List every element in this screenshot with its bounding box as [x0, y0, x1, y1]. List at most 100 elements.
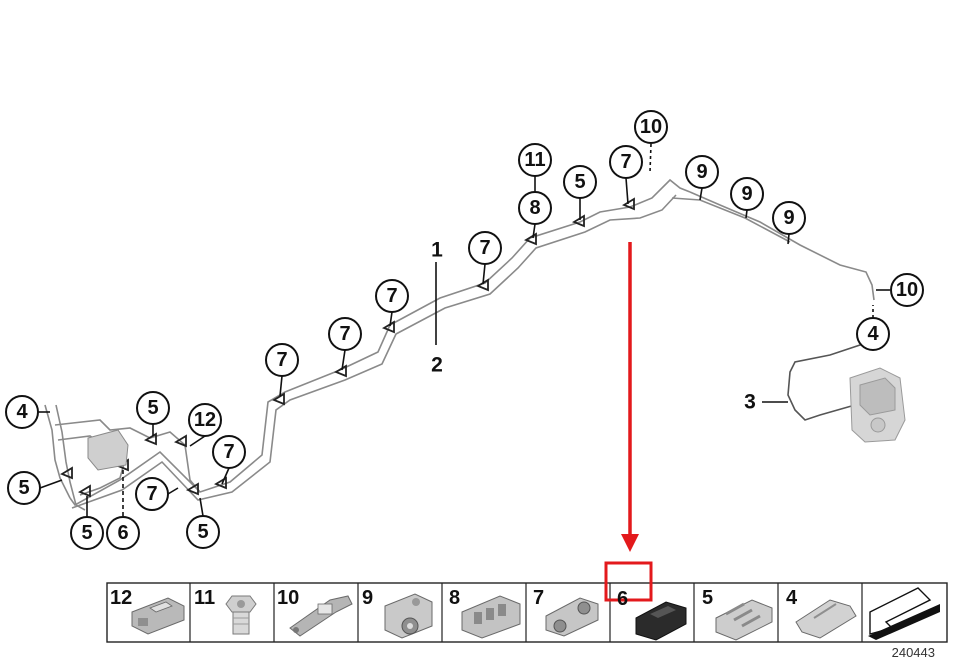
pipe-left-bundle-d: [57, 435, 126, 496]
clip-mark: [571, 214, 585, 228]
svg-text:8: 8: [529, 197, 540, 219]
callout-5-top[interactable]: 5: [563, 165, 597, 199]
pipe-line-1: [69, 178, 691, 507]
tile-part-9[interactable]: 9: [362, 587, 433, 639]
pipe-line-3: [787, 337, 874, 421]
pipe-line-2: [71, 194, 677, 509]
svg-text:5: 5: [197, 521, 208, 543]
svg-text:11: 11: [194, 587, 215, 609]
callout-12[interactable]: 12: [188, 403, 222, 437]
clip-mark: [333, 364, 347, 378]
svg-text:5: 5: [81, 522, 92, 544]
svg-text:5: 5: [574, 171, 585, 193]
callout-5-bl[interactable]: 5: [7, 471, 41, 505]
callout-8[interactable]: 8: [518, 191, 552, 225]
callout-7-b[interactable]: 7: [135, 477, 169, 511]
clip-mark: [185, 482, 199, 496]
svg-text:9: 9: [362, 587, 373, 609]
svg-text:9: 9: [741, 183, 752, 205]
svg-text:7: 7: [479, 237, 490, 259]
svg-text:4: 4: [867, 323, 879, 345]
svg-text:7: 7: [339, 323, 350, 345]
svg-text:7: 7: [620, 151, 631, 173]
clip-mark: [143, 432, 157, 446]
pipe-left-bundle-c: [54, 419, 201, 493]
svg-text:5: 5: [18, 477, 29, 499]
components: [87, 367, 906, 471]
callout-7-f[interactable]: 7: [468, 231, 502, 265]
tile-part-6[interactable]: 6: [604, 561, 687, 641]
abs-unit: [849, 367, 906, 443]
svg-text:5: 5: [147, 397, 158, 419]
double-clip-icon: [545, 597, 599, 637]
svg-text:8: 8: [449, 587, 460, 609]
parts-strip: 12 11 10: [106, 561, 948, 643]
callout-10-right[interactable]: 10: [890, 273, 924, 307]
clip-mark: [621, 197, 635, 211]
svg-text:10: 10: [896, 279, 918, 301]
callout-5-left[interactable]: 5: [136, 391, 170, 425]
svg-text:11: 11: [524, 149, 545, 171]
callout-6-bottom[interactable]: 6: [106, 516, 140, 550]
callout-4-left[interactable]: 4: [5, 395, 39, 429]
pipe-clips: [59, 197, 635, 498]
label-line-1: 1: [431, 239, 443, 262]
pipe-lines: [44, 178, 875, 511]
tile-arrow-symbol[interactable]: [868, 587, 940, 640]
callouts: 4 5 5 6 5 12 7 7 5 7 7 7 7 8 11 5 7 10 9…: [5, 110, 924, 550]
callout-9-b[interactable]: 9: [730, 177, 764, 211]
clip-mark: [213, 476, 227, 490]
clip-holder-icon: [131, 597, 185, 635]
svg-text:9: 9: [696, 161, 707, 183]
callout-9-a[interactable]: 9: [685, 155, 719, 189]
tile-part-7[interactable]: 7: [533, 587, 599, 637]
bracket-clamp-icon: [289, 595, 353, 637]
callout-5-bottom[interactable]: 5: [186, 515, 220, 549]
leader-lines: [38, 143, 890, 518]
svg-text:4: 4: [786, 587, 798, 609]
svg-text:12: 12: [194, 409, 216, 431]
tile-part-10[interactable]: 10: [277, 587, 353, 637]
svg-text:10: 10: [277, 587, 299, 609]
svg-text:7: 7: [223, 441, 234, 463]
callout-4-right[interactable]: 4: [856, 317, 890, 351]
arrow-symbol-icon: [868, 587, 940, 640]
clip-mark: [381, 320, 395, 334]
callout-11[interactable]: 11: [518, 143, 552, 177]
callout-7-c[interactable]: 7: [265, 343, 299, 377]
rubber-grommet-icon: [635, 601, 687, 641]
callout-7-top[interactable]: 7: [609, 145, 643, 179]
tile-part-11[interactable]: 11: [194, 587, 257, 635]
svg-text:4: 4: [16, 401, 28, 423]
tile-part-12[interactable]: 12: [110, 587, 185, 635]
svg-text:5: 5: [702, 587, 713, 609]
callout-7-a[interactable]: 7: [212, 435, 246, 469]
highlight-box: [604, 561, 653, 602]
sheet-bracket-icon: [795, 599, 857, 639]
callout-5-mid[interactable]: 5: [70, 516, 104, 550]
pipe-left-bundle-a: [44, 404, 71, 499]
label-line-3: 3: [744, 391, 756, 414]
highlight-arrow: [621, 242, 639, 552]
clip-mark: [59, 466, 73, 480]
callout-9-c[interactable]: 9: [772, 201, 806, 235]
callout-10-top[interactable]: 10: [634, 110, 668, 144]
left-component: [87, 429, 129, 471]
pipe-right-branch: [689, 191, 875, 301]
svg-text:6: 6: [617, 588, 628, 610]
callout-7-e[interactable]: 7: [375, 279, 409, 313]
round-holder-icon: [384, 593, 433, 639]
clip-mark: [271, 392, 285, 406]
clip-mark: [523, 232, 537, 246]
svg-text:7: 7: [146, 483, 157, 505]
reference-number: 240443: [892, 645, 935, 660]
svg-text:7: 7: [276, 349, 287, 371]
clip-mark: [77, 484, 91, 498]
tile-part-4[interactable]: 4: [786, 587, 857, 639]
pipe-left-bundle-b: [55, 404, 86, 511]
callout-7-d[interactable]: 7: [328, 317, 362, 351]
tile-part-5[interactable]: 5: [702, 587, 773, 641]
svg-text:7: 7: [386, 285, 397, 307]
tile-part-8[interactable]: 8: [449, 587, 521, 639]
